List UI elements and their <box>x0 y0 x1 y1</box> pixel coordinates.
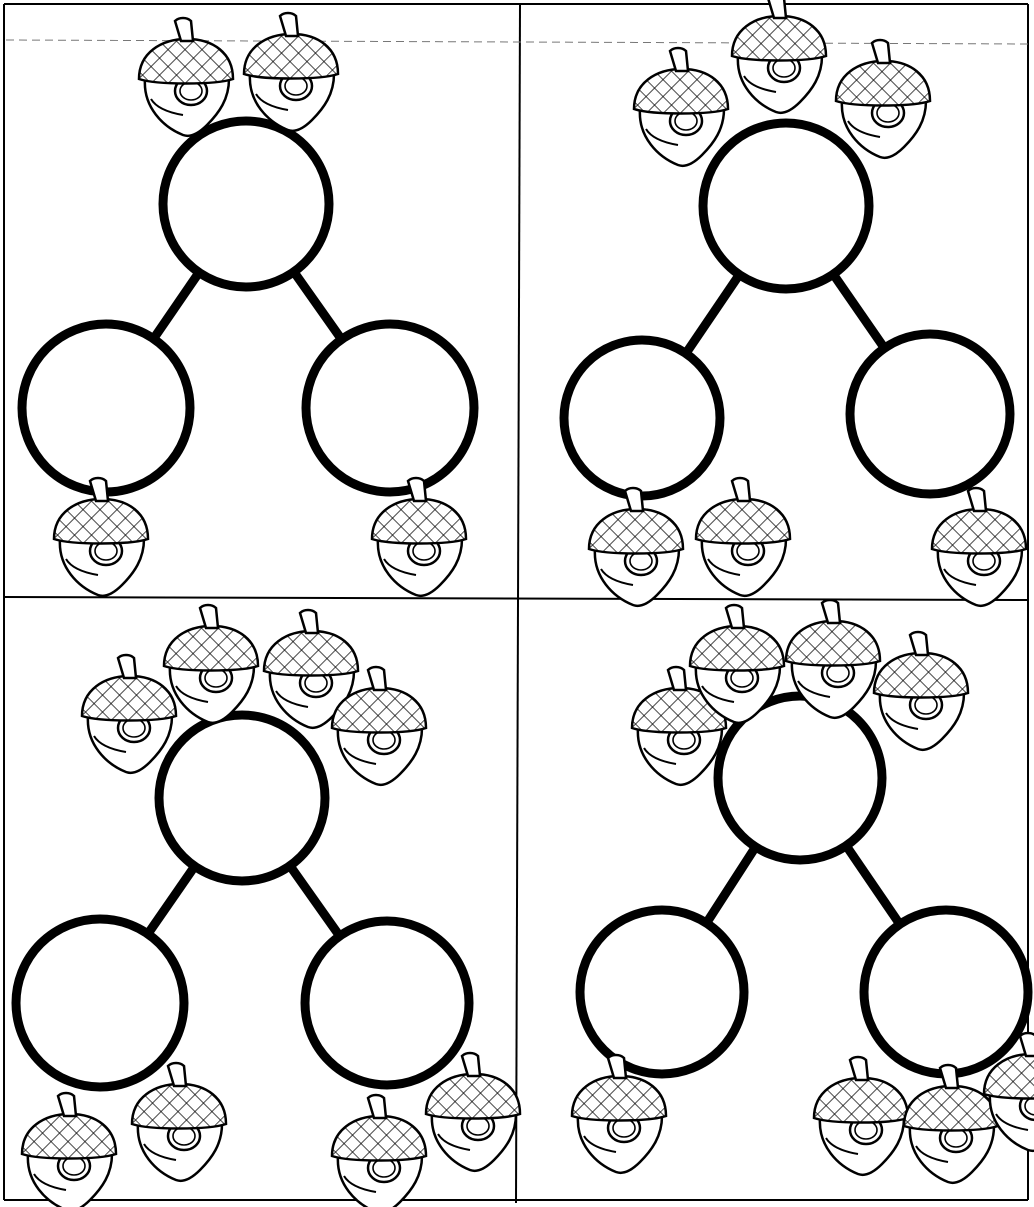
acorn-icon <box>82 655 176 773</box>
part-left-circle[interactable] <box>564 340 720 496</box>
part-left-circle[interactable] <box>22 324 190 492</box>
acorn-icon <box>836 40 930 158</box>
number-bond-panel <box>572 600 1034 1183</box>
acorn-icon <box>22 1093 116 1207</box>
acorn-icon <box>132 1063 226 1181</box>
bond-connector-line <box>833 274 884 348</box>
bond-connector-line <box>290 866 340 936</box>
bond-connector-line <box>706 847 755 923</box>
acorn-icon <box>332 1095 426 1207</box>
acorn-icon <box>696 478 790 596</box>
acorn-icon <box>932 488 1026 606</box>
whole-circle[interactable] <box>159 715 325 881</box>
part-right-circle[interactable] <box>306 324 474 492</box>
acorn-icon <box>904 1065 998 1183</box>
part-right-circle[interactable] <box>850 334 1010 494</box>
whole-circle[interactable] <box>703 123 869 289</box>
bond-connector-line <box>294 272 342 340</box>
part-left-circle[interactable] <box>580 910 744 1074</box>
acorn-icon <box>634 48 728 166</box>
acorn-icon <box>589 488 683 606</box>
acorn-icon <box>164 605 258 723</box>
acorn-icon <box>814 1057 908 1175</box>
acorn-icon <box>139 18 233 136</box>
part-right-circle[interactable] <box>864 910 1028 1074</box>
number-bond-panel <box>22 13 474 596</box>
bond-connector-line <box>154 272 200 338</box>
bond-connector-line <box>846 846 900 925</box>
acorn-icon <box>732 0 826 113</box>
part-right-circle[interactable] <box>305 921 469 1085</box>
acorn-icon <box>54 478 148 596</box>
bond-connector-line <box>148 866 195 934</box>
whole-circle[interactable] <box>163 121 329 287</box>
acorn-icon <box>244 13 338 131</box>
bond-connector-line <box>686 275 740 354</box>
acorn-icon <box>874 632 968 750</box>
part-left-circle[interactable] <box>16 919 184 1087</box>
panels <box>16 0 1034 1207</box>
number-bond-panel <box>16 605 520 1207</box>
number-bond-panel <box>564 0 1026 606</box>
